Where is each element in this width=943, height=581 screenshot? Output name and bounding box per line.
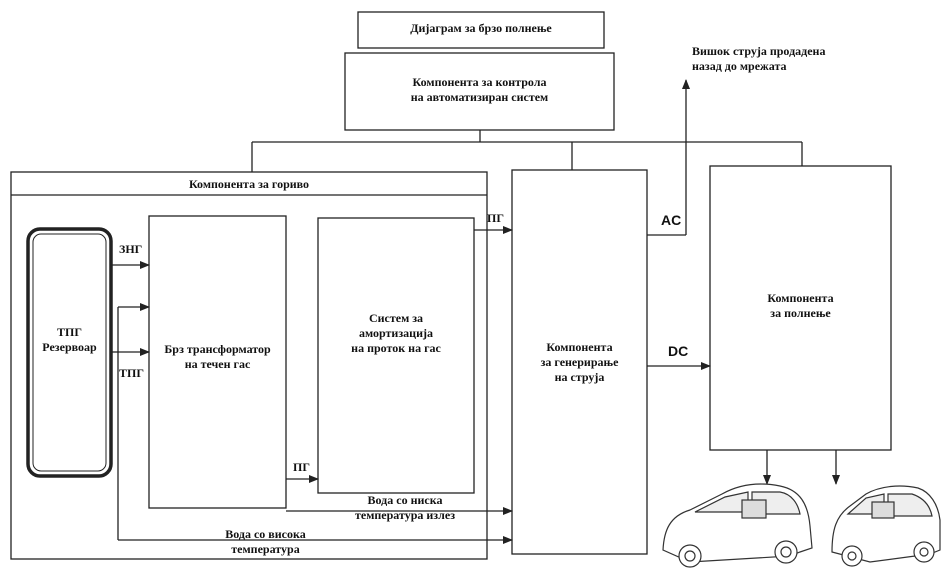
diagram-title: Дијаграм за брзо полнење [410,21,552,35]
znq-label: ЗНГ [119,242,143,256]
pg-bottom-label: ПГ [293,460,310,474]
transformer-label: Брз трансформатор на течен гас [164,342,271,371]
generation-component-box [511,169,648,555]
fuel-component-label: Компонента за гориво [188,177,310,191]
excess-current-label: Вишок струја продадена назад до мрежата [692,44,826,73]
dc-label: DC [668,343,689,359]
charging-component-box [709,165,892,451]
electric-car-icon [662,483,813,568]
lng-tank-label: ТПГ Резервоар [42,325,97,354]
ac-label: AC [661,212,682,228]
charging-component-label: Компонента за полнење [767,291,834,320]
title-box [357,11,605,49]
low-temp-water-label: Вода со ниска температура излез [354,493,456,522]
damping-system-label: Систем за амортизација на проток на гас [351,311,441,355]
control-component-label: Компонента за контрола на автоматизиран … [410,75,549,104]
generation-component-label: Компонента за генерирање на струја [540,340,619,384]
tpg-label: ТПГ [119,366,144,380]
fuel-component-box [10,171,488,560]
pg-top-label: ПГ [487,211,504,225]
electric-car-icon [831,485,941,567]
damping-system-box [317,217,475,494]
high-temp-water-label: Вода со висока температура [225,527,306,556]
transformer-box [148,215,287,509]
